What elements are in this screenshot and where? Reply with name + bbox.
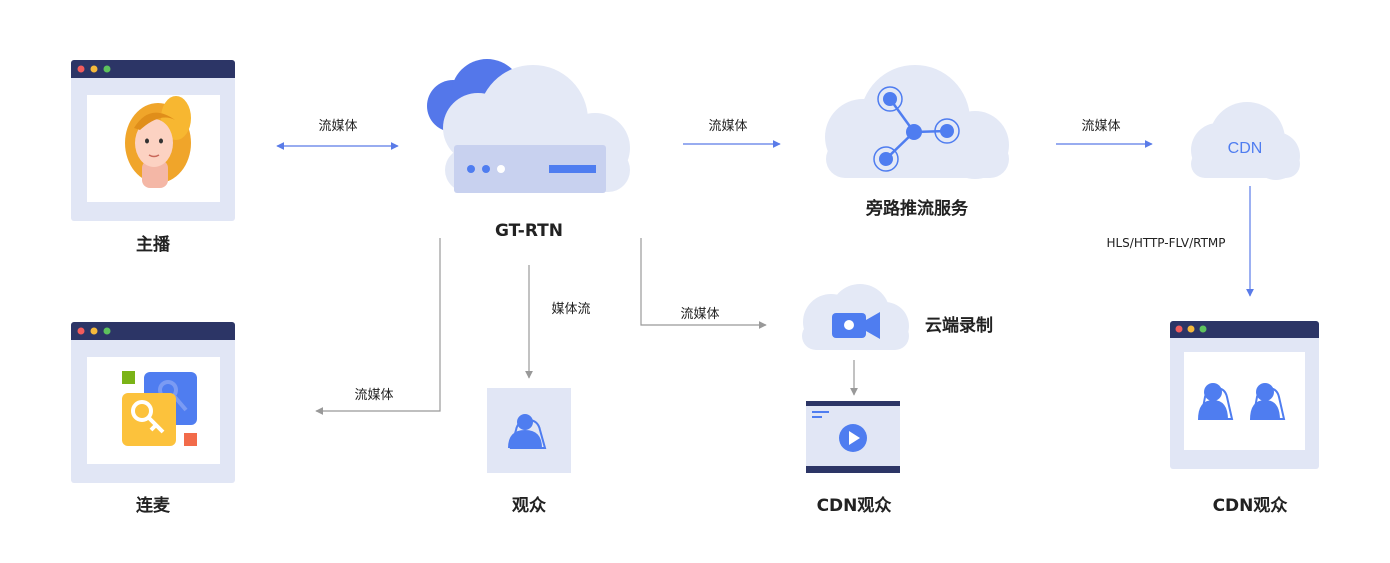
audience-box: 观众	[487, 388, 571, 516]
cdn-text: CDN	[1228, 140, 1263, 157]
rtn-label: GT-RTN	[495, 221, 563, 241]
edge-rtn-audience-label: 媒体流	[551, 302, 590, 317]
host-window: 主播	[71, 60, 235, 255]
cdn-audience-window: CDN观众	[1170, 321, 1319, 516]
audience-label: 观众	[511, 495, 547, 516]
rtn-cloud: GT-RTN	[427, 59, 630, 241]
cdn-audience-player: CDN观众	[806, 401, 900, 516]
edge-rtn-cohost	[315, 238, 441, 415]
bypass-label: 旁路推流服务	[865, 198, 969, 219]
cloud-record-label: 云端录制	[925, 315, 993, 336]
edge-cdn-protocols-label: HLS/HTTP-FLV/RTMP	[1106, 236, 1225, 250]
key-icon	[122, 371, 197, 446]
edge-rtn-bypass-label: 流媒体	[708, 119, 747, 134]
share-node-icon	[873, 86, 960, 172]
co-host-label: 连麦	[136, 495, 171, 516]
cdn-cloud: CDN	[1191, 102, 1300, 180]
cloud-record: 云端录制	[802, 284, 993, 350]
edge-rtn-record-label: 流媒体	[680, 307, 719, 322]
bypass-cloud: 旁路推流服务	[825, 65, 1009, 219]
users-icon	[1198, 383, 1286, 420]
co-host-window: 连麦	[71, 322, 235, 516]
host-label: 主播	[136, 234, 171, 255]
server-icon	[454, 145, 606, 193]
edges: 流媒体 流媒体 流媒体 HLS/HTTP-FLV/RTMP 媒体流 流媒体 流媒…	[276, 119, 1254, 415]
cdn-audience-right-label: CDN观众	[1213, 495, 1289, 516]
edge-rtn-cohost-label: 流媒体	[354, 388, 393, 403]
video-camera-icon	[832, 312, 880, 339]
edge-host-rtn-label: 流媒体	[318, 119, 357, 134]
edge-bypass-cdn-label: 流媒体	[1081, 119, 1120, 134]
play-icon	[839, 424, 867, 452]
cdn-audience-mid-label: CDN观众	[817, 495, 893, 516]
user-icon	[508, 414, 547, 449]
host-avatar-icon	[125, 96, 191, 188]
edge-rtn-record	[640, 238, 767, 329]
